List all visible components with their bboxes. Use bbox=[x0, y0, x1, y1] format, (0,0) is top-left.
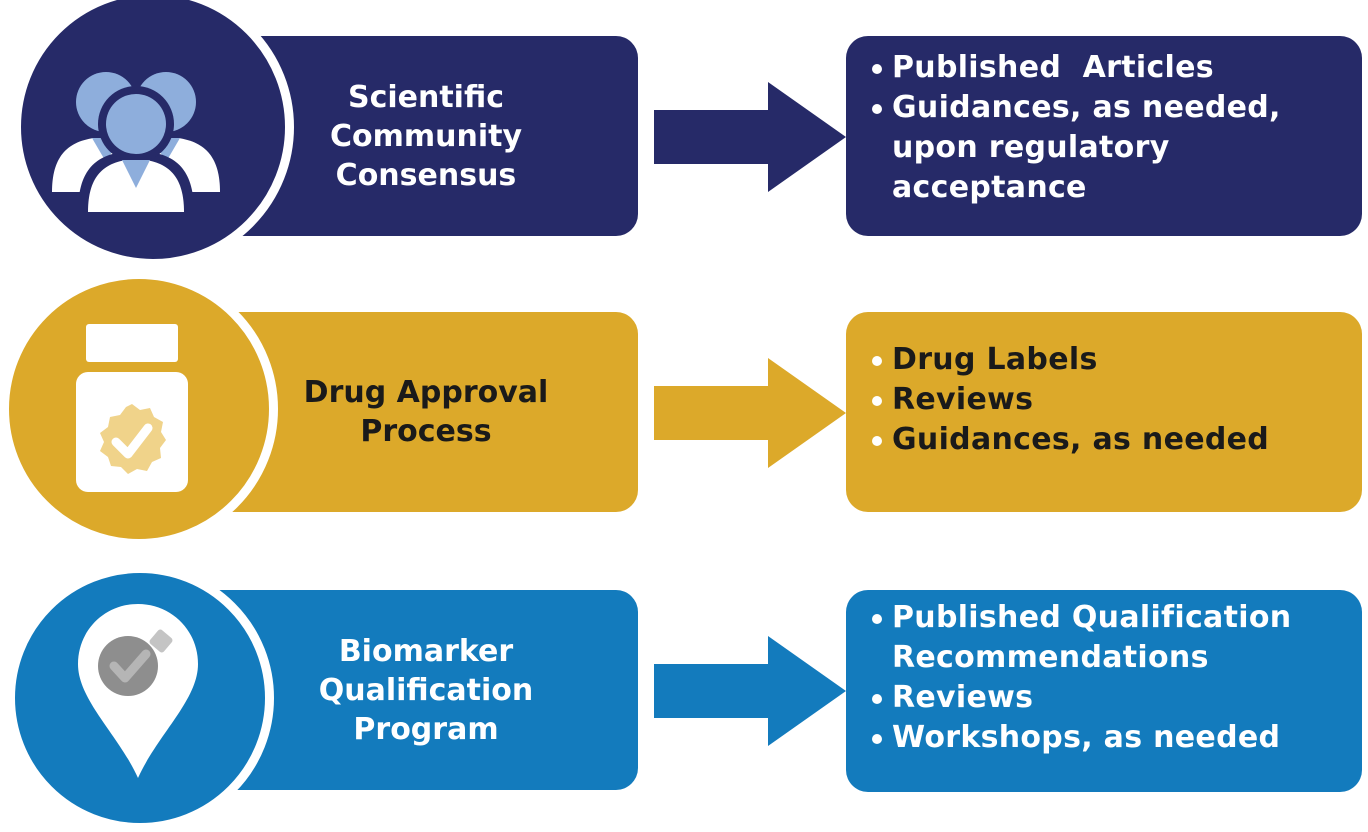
output-box: Published Qualification Recommendations … bbox=[846, 590, 1362, 792]
arrow-right bbox=[654, 82, 846, 192]
output-box: Published Articles Guidances, as needed,… bbox=[846, 36, 1362, 236]
output-item: Workshops, as needed bbox=[870, 718, 1352, 758]
medicine-bottle-check-icon bbox=[76, 324, 188, 492]
location-pin-check-icon bbox=[78, 604, 198, 778]
output-item: Reviews bbox=[870, 380, 1352, 420]
row-label: Biomarker Qualification Program bbox=[318, 633, 534, 747]
people-group-icon bbox=[52, 72, 220, 212]
output-box: Drug Labels Reviews Guidances, as needed bbox=[846, 312, 1362, 512]
arrow-right bbox=[654, 636, 846, 746]
output-item: Reviews bbox=[870, 678, 1352, 718]
output-item: Published Qualification Recommendations bbox=[870, 598, 1352, 678]
row-label: Drug Approval Process bbox=[303, 375, 549, 449]
row-biomarker-qualification: Biomarker Qualification Program Publishe… bbox=[0, 552, 1368, 832]
output-item: Guidances, as needed bbox=[870, 420, 1352, 460]
output-item: Published Articles bbox=[870, 48, 1352, 88]
row-drug-approval: Drug Approval Process Drug Labels Review… bbox=[0, 270, 1368, 548]
output-item: Drug Labels bbox=[870, 340, 1352, 380]
output-item: Guidances, as needed, upon regulatory ac… bbox=[870, 88, 1352, 208]
arrow-right bbox=[654, 358, 846, 468]
row-scientific-community: Scientific Community Consensus Published… bbox=[0, 0, 1368, 268]
row-label: Scientific Community Consensus bbox=[329, 79, 523, 193]
